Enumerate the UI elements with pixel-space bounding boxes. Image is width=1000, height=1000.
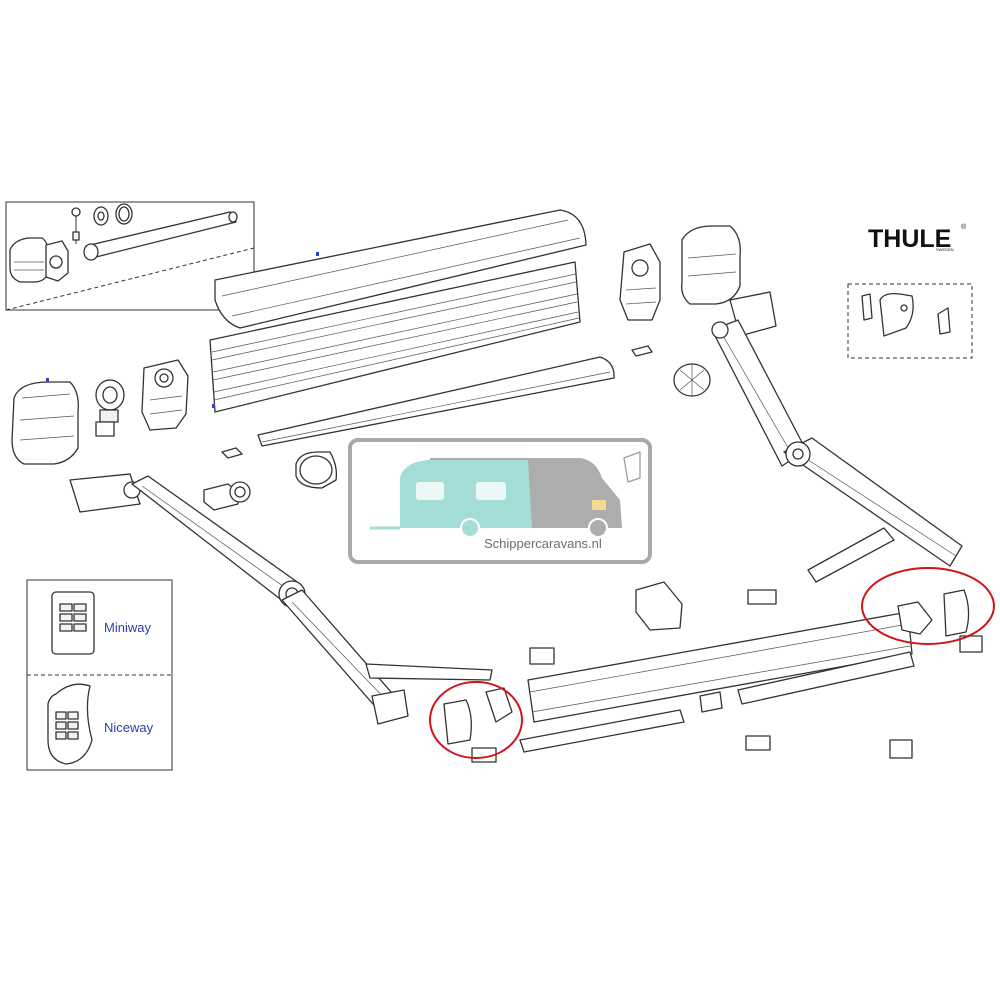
left-arm-assembly: [69, 473, 493, 725]
inset-spring-tube-kit: [5, 201, 255, 311]
miniway-remote: [51, 591, 95, 655]
right-end-cap: [681, 225, 741, 305]
awning-cloth: [257, 356, 615, 447]
watermark-caravan-icon: [400, 460, 532, 528]
thule-logo-text: THULE: [868, 225, 951, 253]
right-arm-assembly: [711, 291, 963, 583]
watermark-text: Schippercaravans.nl: [484, 536, 602, 551]
right-arm-end-cap-highlighted: [897, 589, 970, 637]
left-arm-end-cap-highlighted: [443, 687, 513, 763]
watermark: Schippercaravans.nl: [348, 438, 652, 564]
niceway-label: Niceway: [104, 720, 154, 735]
thule-sub-text: SWEDEN: [936, 247, 954, 252]
niceway-remote: [47, 683, 93, 765]
cassette-housing-profile: [209, 261, 581, 413]
right-gear-housing: [619, 243, 661, 321]
small-clip-parts: [203, 345, 653, 511]
remote-controls-box: Miniway Niceway: [26, 579, 173, 771]
highlight-circle-left: [429, 681, 523, 759]
highlight-circle-right: [861, 567, 995, 645]
thule-logo: THULE ® SWEDEN: [868, 223, 967, 253]
rail-slider-parts: [519, 651, 915, 753]
left-end-cap: [11, 378, 79, 465]
roller-end-cap: [673, 363, 711, 397]
left-winder-bracket: [95, 379, 125, 437]
registered-mark: ®: [961, 223, 967, 231]
miniway-label: Miniway: [104, 620, 151, 635]
inset-cover-parts: [847, 283, 973, 359]
front-cover-profile: [214, 209, 587, 329]
front-lead-rail: [527, 611, 913, 723]
left-gear-motor-block: [141, 359, 189, 431]
